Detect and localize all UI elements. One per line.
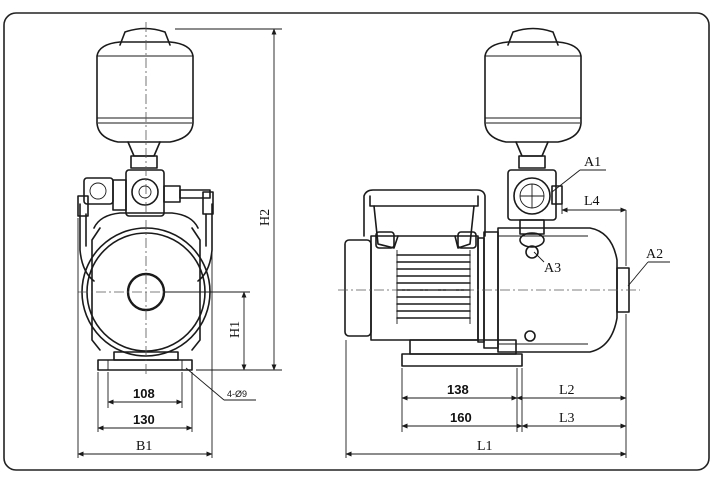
label-160: 160 <box>450 410 472 425</box>
label-l2: L2 <box>559 383 575 398</box>
label-h1: H1 <box>228 321 243 338</box>
label-a2: A2 <box>646 247 663 262</box>
label-108: 108 <box>133 386 155 401</box>
front-dimensions <box>77 28 282 458</box>
side-motor <box>344 235 479 341</box>
dimension-labels: A1 L4 A2 A3 H2 H1 108 4-Ø9 130 B1 138 L2… <box>133 155 663 454</box>
label-a3: A3 <box>544 261 561 276</box>
front-base <box>97 359 193 371</box>
label-a1: A1 <box>584 155 601 170</box>
front-valve-assembly <box>77 169 214 217</box>
front-frame <box>79 203 213 282</box>
label-130: 130 <box>133 412 155 427</box>
side-valve-gauge <box>507 169 563 259</box>
side-pressure-tank <box>484 27 582 169</box>
label-l4: L4 <box>584 194 600 209</box>
label-h2: H2 <box>258 209 273 226</box>
label-l3: L3 <box>559 411 575 426</box>
side-dimensions <box>345 169 670 458</box>
side-base <box>401 339 523 367</box>
label-138: 138 <box>447 382 469 397</box>
drawing-border <box>3 12 710 471</box>
side-controller-box <box>363 189 486 249</box>
label-b1: B1 <box>136 439 152 454</box>
front-pressure-tank <box>96 27 194 169</box>
front-view <box>77 22 218 375</box>
label-holes: 4-Ø9 <box>227 389 247 399</box>
label-l1: L1 <box>477 439 493 454</box>
side-view <box>338 27 640 367</box>
